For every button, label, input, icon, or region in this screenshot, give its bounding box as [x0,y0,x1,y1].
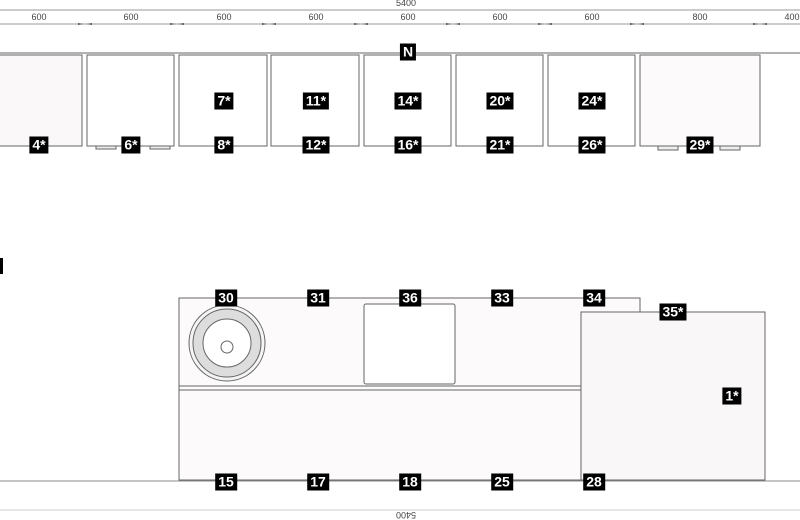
island-tag[interactable]: 15 [215,473,237,491]
island-tag[interactable]: 18 [399,473,421,491]
dimension-label: 600 [31,12,47,22]
dimension-label: 400 [784,12,800,22]
dimension-label: 600 [400,12,416,22]
dimension-label: 600 [216,12,232,22]
north-marker: N [399,43,417,61]
island-tag[interactable]: 34 [583,289,605,307]
bottom-total-dimension: 5400 [395,510,417,520]
cabinet-tag[interactable]: 14* [394,92,422,110]
cabinet-tag[interactable]: 6* [121,136,141,154]
island-tag[interactable]: 30 [215,289,237,307]
island-tag[interactable]: 28 [583,473,605,491]
island-tag[interactable]: 36 [399,289,421,307]
dimension-label: 600 [308,12,324,22]
island-tag[interactable]: 17 [307,473,329,491]
island-tag[interactable]: 25 [491,473,513,491]
wall-cabinets [0,52,800,151]
dimension-label: 600 [492,12,508,22]
cabinet-tag[interactable]: 11* [302,92,330,110]
island-tag[interactable]: 1* [722,387,742,405]
total-dimension: 5400 [395,0,417,8]
island-tag[interactable]: 35* [659,303,687,321]
hob [363,303,456,385]
dimension-label: 600 [123,12,139,22]
cabinet-tag[interactable]: 16* [394,136,422,154]
dimension-label: 600 [584,12,600,22]
cabinet-tag[interactable]: 24* [578,92,606,110]
cabinet-tag[interactable]: 20* [486,92,514,110]
island-tag[interactable]: 31 [307,289,329,307]
cabinet-tag[interactable]: 12* [302,136,330,154]
cabinet-tag[interactable]: 7* [214,92,234,110]
cabinet-tag[interactable]: 26* [578,136,606,154]
cabinet-tag[interactable]: 29* [686,136,714,154]
island-tag[interactable]: 33 [491,289,513,307]
dimension-label: 800 [692,12,708,22]
cabinet-tag[interactable]: 4* [29,136,49,154]
island [178,297,766,481]
cabinet-tag[interactable]: 8* [214,136,234,154]
edge-marker [0,258,3,274]
cabinet-tag[interactable]: 21* [486,136,514,154]
